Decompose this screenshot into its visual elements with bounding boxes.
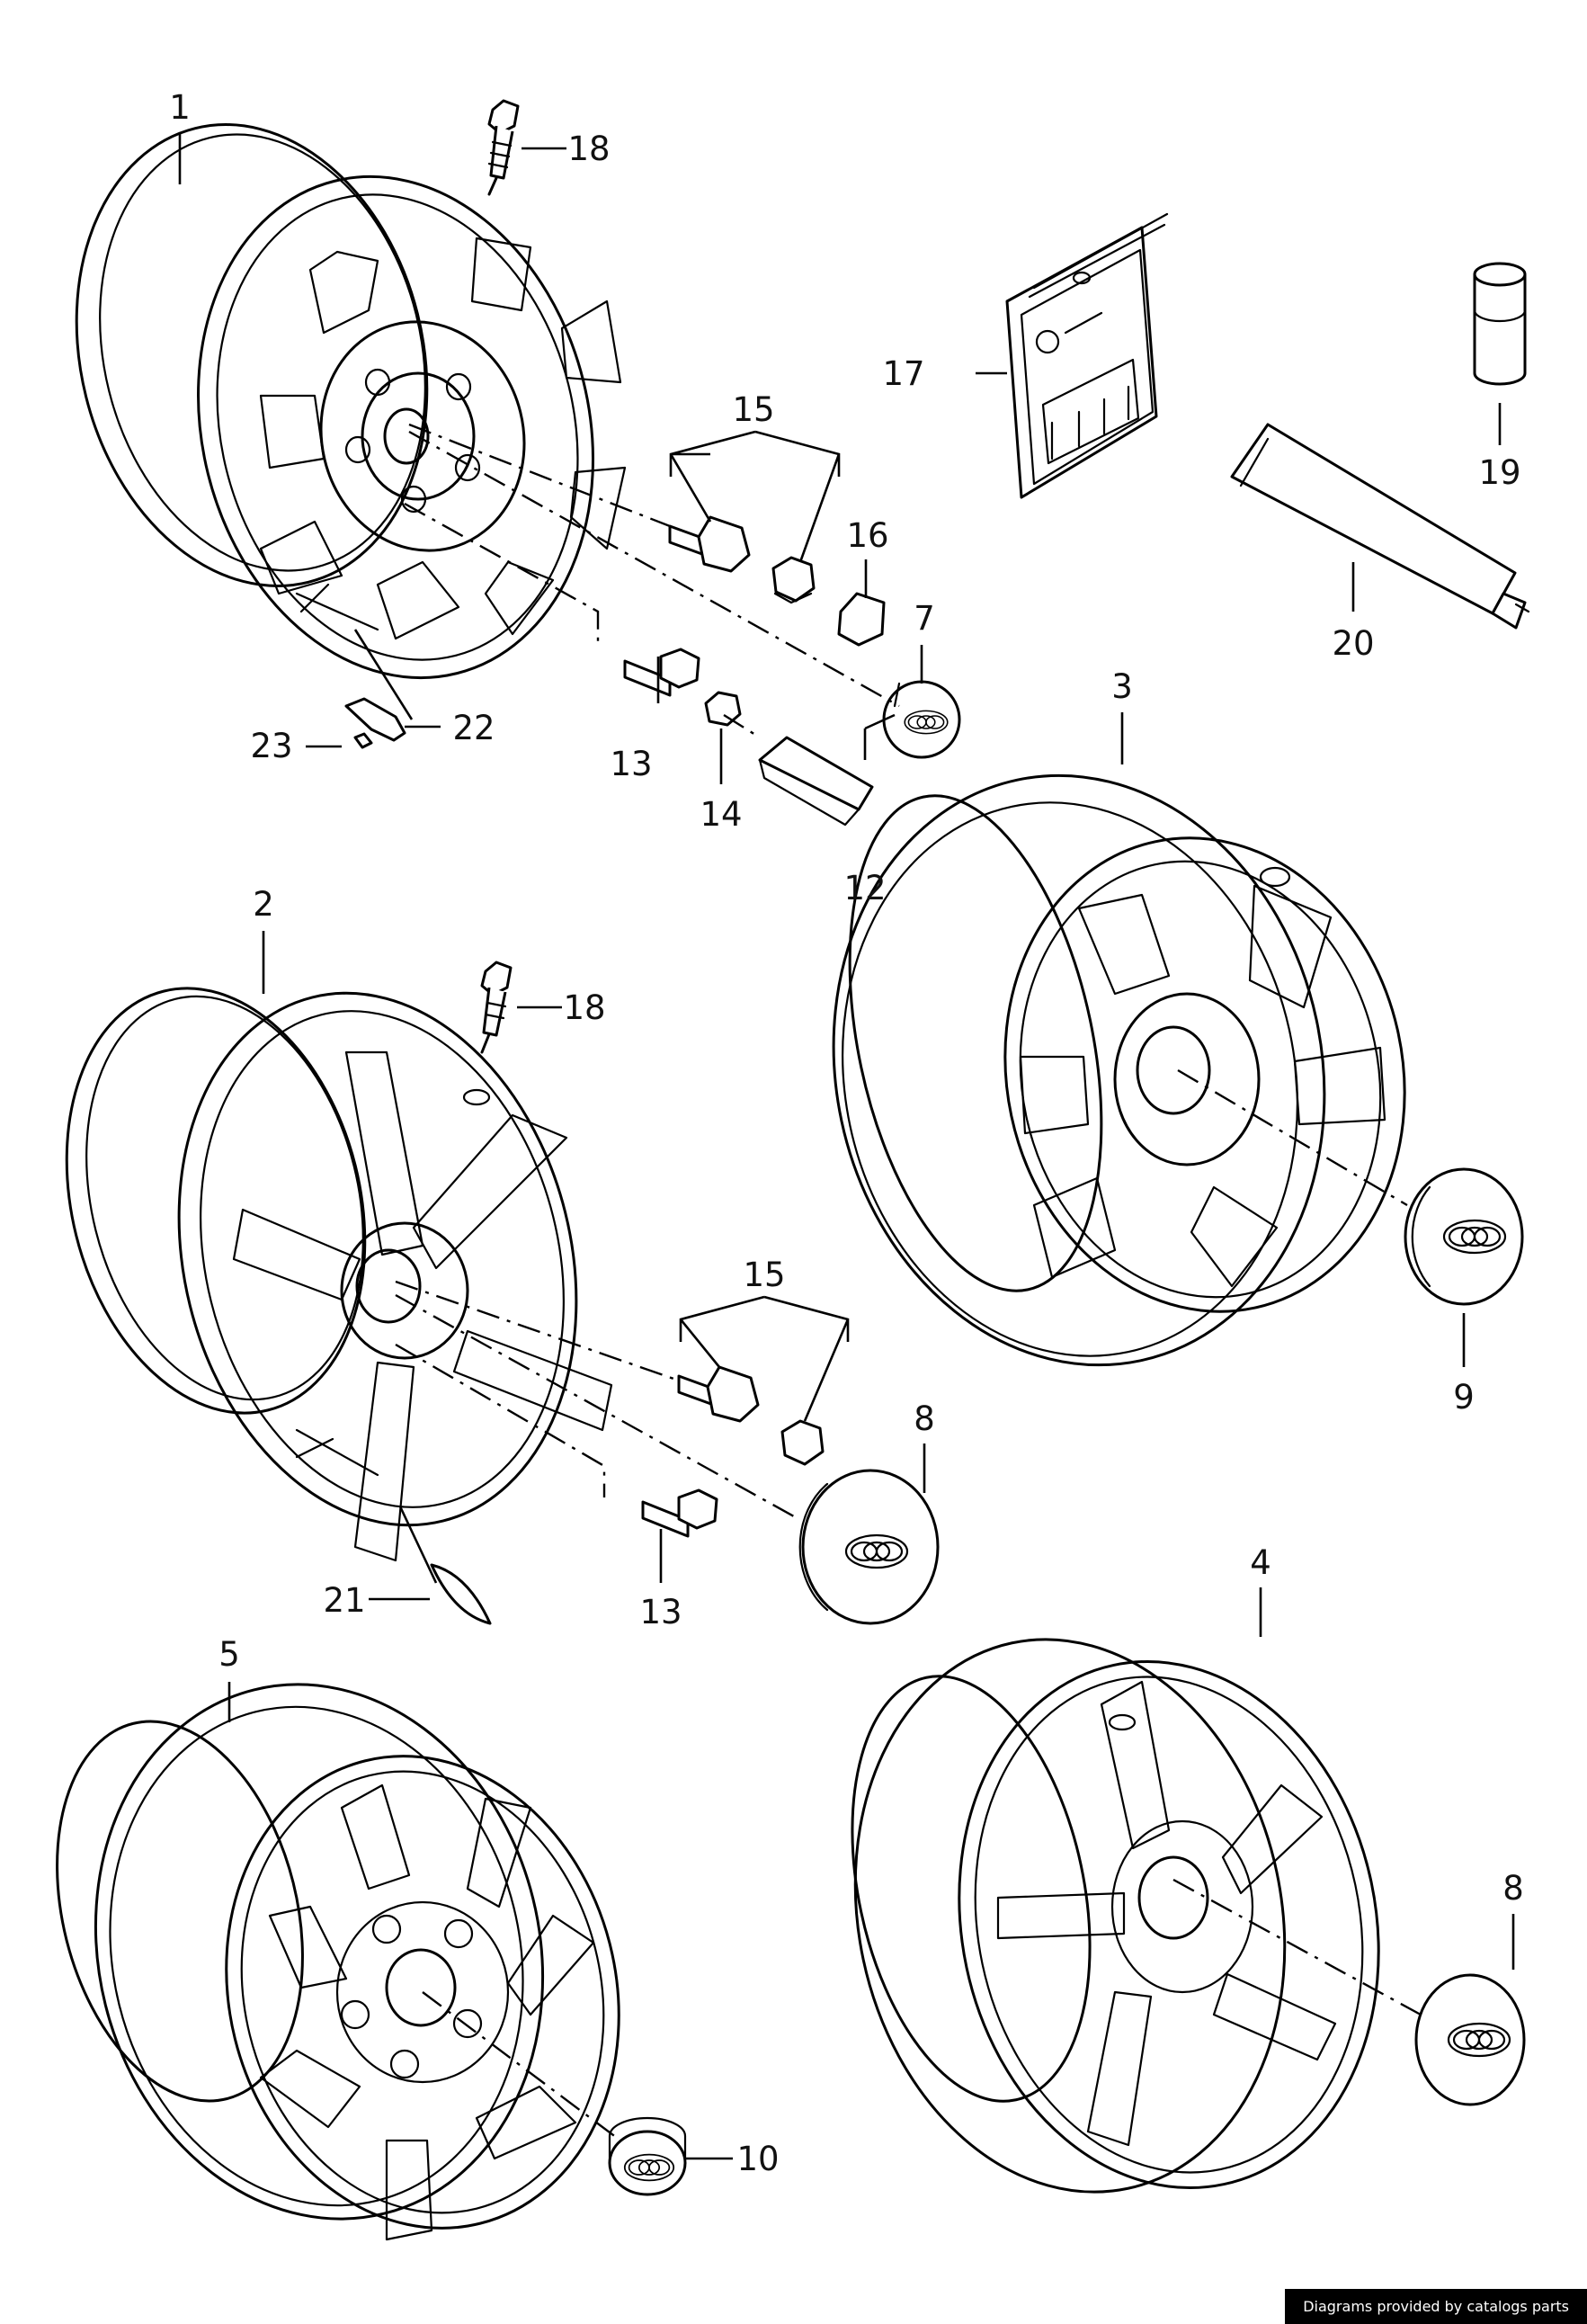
grease-tube-20	[1230, 423, 1530, 630]
valve-stem-18-lower	[480, 961, 513, 1054]
callout-8-lower: 8	[1502, 1869, 1524, 1908]
callout-20: 20	[1332, 624, 1374, 663]
bolt-15-upper	[668, 515, 751, 573]
callout-19: 19	[1478, 453, 1520, 492]
callout-1: 1	[169, 88, 191, 127]
wheel-5	[56, 1683, 620, 2241]
extractor-12	[758, 736, 874, 827]
hub-cap-7	[882, 680, 961, 759]
callout-3: 3	[1111, 667, 1133, 706]
callout-13-upper: 13	[610, 745, 652, 783]
weight-21	[430, 1563, 492, 1625]
bolt-13-upper	[623, 648, 700, 697]
callout-22: 22	[452, 709, 495, 747]
credit-watermark: Diagrams provided by catalogs parts	[1285, 2289, 1587, 2324]
wheel-3	[832, 773, 1406, 1367]
callout-14: 14	[700, 795, 742, 834]
adapter-16	[837, 592, 886, 647]
callout-18-upper: 18	[567, 130, 610, 168]
callout-15-lower: 15	[743, 1256, 785, 1294]
touch-up-bottle-19	[1473, 262, 1527, 386]
clip-22-23	[344, 697, 406, 749]
wheel-1	[75, 123, 627, 680]
hub-cap-9	[1404, 1167, 1524, 1306]
callout-5: 5	[218, 1635, 240, 1674]
lock-nut-15-upper	[771, 556, 816, 604]
callout-21: 21	[323, 1581, 365, 1620]
callout-8-middle: 8	[914, 1399, 935, 1438]
wheel-4	[851, 1638, 1380, 2194]
hub-cap-10	[608, 2116, 687, 2196]
callout-16: 16	[846, 516, 888, 555]
callout-17: 17	[882, 354, 924, 393]
callout-18-lower: 18	[563, 988, 605, 1027]
lock-nut-15-lower	[780, 1419, 825, 1466]
callout-13-lower: 13	[639, 1593, 682, 1631]
wheel-2	[65, 987, 613, 1562]
bolt-13-lower	[641, 1488, 718, 1538]
valve-stem-18	[487, 99, 520, 196]
hub-cap-8-middle	[798, 1469, 940, 1625]
callout-labels: 1 18 17 19 20 15 16 7 13 14 12 23 22 3 2…	[169, 88, 1524, 2178]
callout-12: 12	[843, 869, 886, 907]
nut-14	[704, 691, 742, 727]
callout-7: 7	[914, 599, 935, 638]
callout-4: 4	[1250, 1543, 1271, 1582]
callout-23: 23	[250, 727, 292, 765]
hub-cap-8-lower	[1414, 1973, 1526, 2106]
callout-15-upper: 15	[732, 390, 774, 429]
callout-9: 9	[1453, 1378, 1475, 1417]
bolt-15-lower	[677, 1365, 760, 1423]
callout-10: 10	[736, 2140, 779, 2178]
leader-lines	[178, 133, 1515, 2160]
callout-2: 2	[253, 885, 274, 924]
wheel-lock-pack-17	[1005, 212, 1169, 499]
